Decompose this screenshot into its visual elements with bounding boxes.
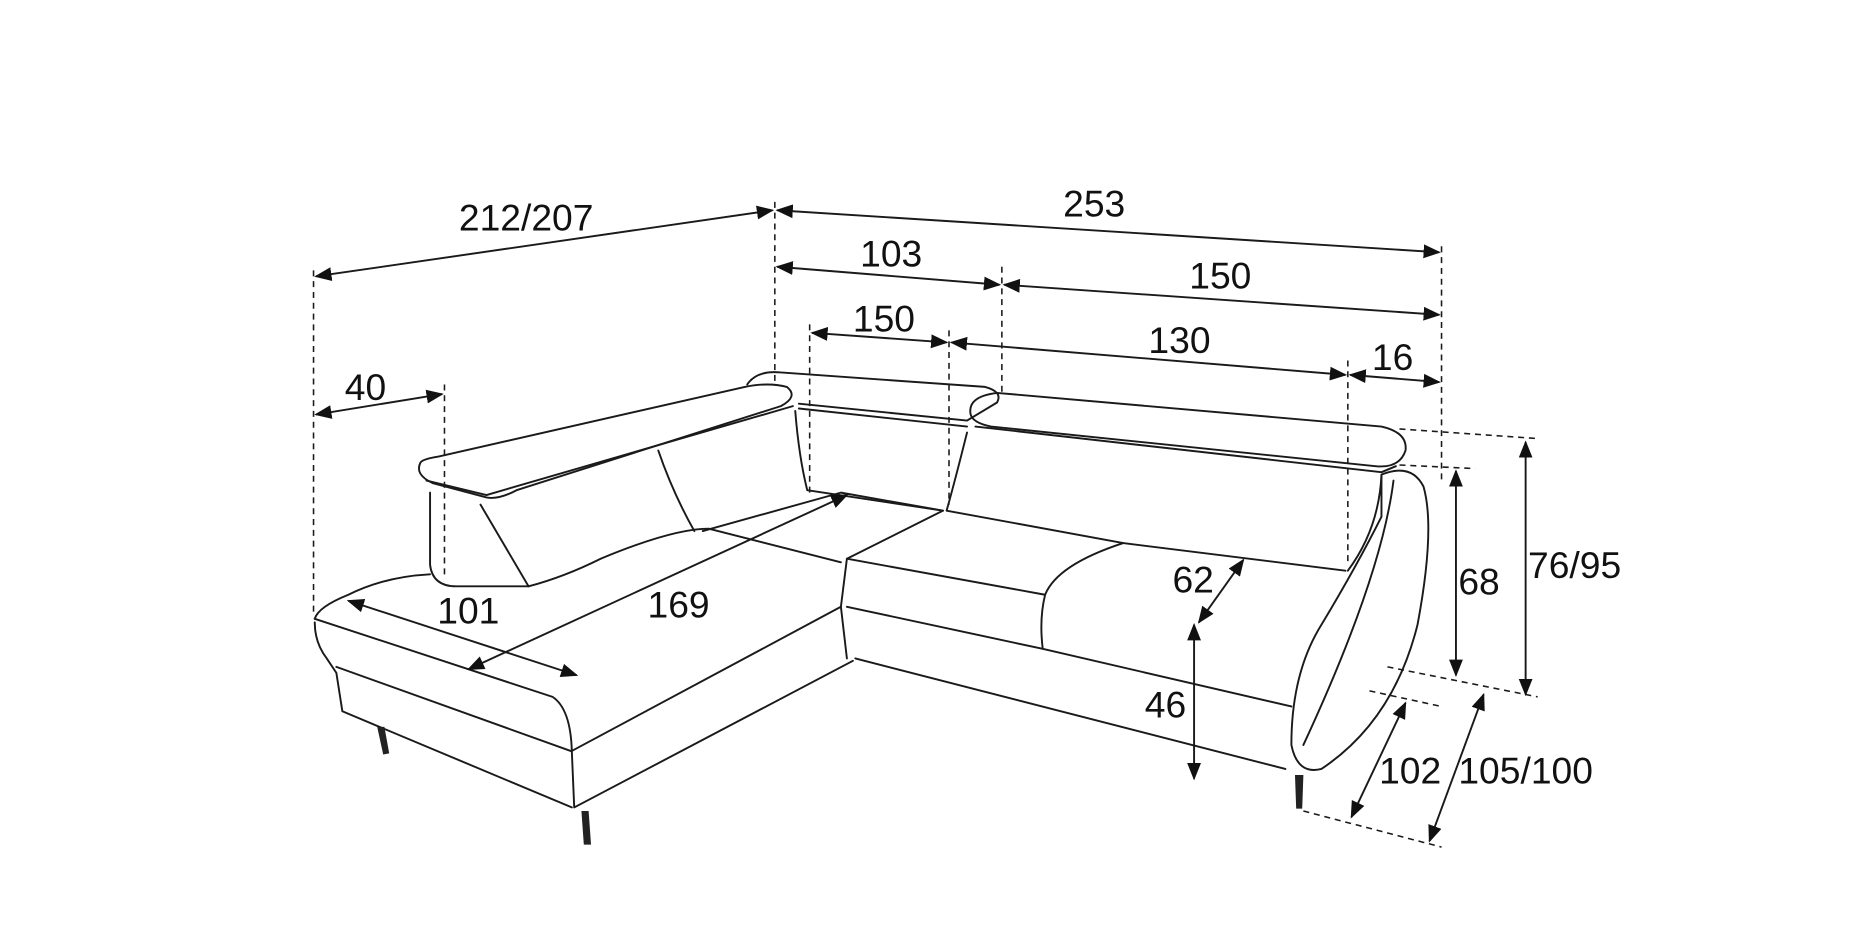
label-backrest-left: 103 — [860, 233, 922, 275]
extension-lines — [312, 201, 1538, 848]
label-chaise-length: 169 — [647, 584, 709, 626]
label-chaise-seat-width: 101 — [437, 590, 499, 632]
label-chaise-width: 150 — [853, 298, 915, 340]
label-depth: 102 — [1379, 749, 1441, 791]
middle-headrest — [746, 371, 1000, 422]
label-backrest-right: 150 — [1189, 254, 1251, 296]
left-headrest — [417, 383, 793, 499]
label-total-left-depth: 212/207 — [459, 197, 594, 239]
label-back-height: 68 — [1458, 561, 1499, 603]
label-total-width: 253 — [1063, 182, 1125, 224]
label-seat-height: 46 — [1145, 683, 1186, 725]
right-headrest — [969, 391, 1407, 468]
label-seat-depth: 62 — [1172, 558, 1213, 600]
leg — [377, 726, 390, 755]
label-armrest-left: 40 — [345, 366, 386, 408]
dimension-arrows — [314, 204, 1533, 843]
dimension-labels: 212/207 253 103 150 150 130 16 40 101 16… — [345, 182, 1621, 791]
leg — [1294, 774, 1304, 809]
label-seat-width: 130 — [1148, 319, 1210, 361]
label-total-depth: 105/100 — [1458, 749, 1593, 791]
leg — [581, 811, 592, 845]
label-armrest-right: 16 — [1372, 336, 1413, 378]
label-total-height: 76/95 — [1528, 544, 1621, 586]
